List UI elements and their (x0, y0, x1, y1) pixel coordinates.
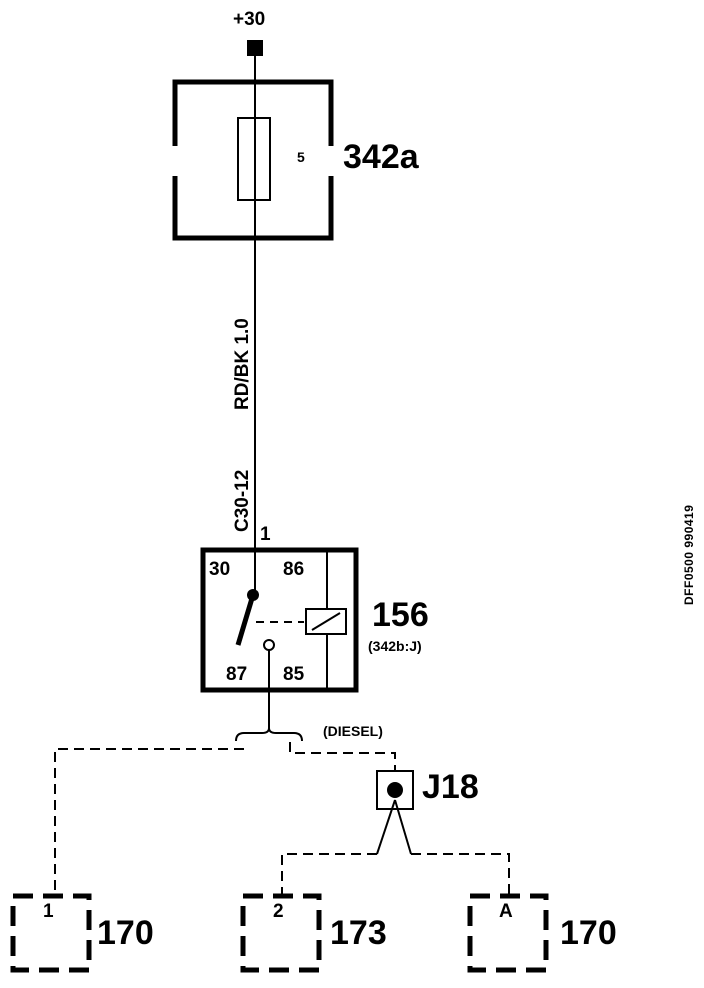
relay-contact-87 (263, 639, 275, 651)
connector-id-170: 170 (97, 914, 154, 952)
document-code: DFF0500 990419 (682, 504, 696, 605)
connector-label: C30-12 (232, 470, 253, 532)
branch-left (54, 748, 244, 898)
branch-right (289, 742, 396, 770)
connector-pin-2: 2 (273, 901, 284, 922)
connector-170-pin1 (10, 893, 92, 973)
connector-id-173: 173 (330, 914, 387, 952)
terminal-87: 87 (226, 664, 247, 685)
terminal-86: 86 (283, 559, 304, 580)
fuse-number: 5 (297, 149, 305, 165)
fuse-box (171, 79, 335, 241)
branch-to-170a (411, 853, 510, 895)
connector-pin-1: 1 (43, 901, 54, 922)
junction-id: J18 (422, 768, 479, 806)
connector-pin: 1 (260, 524, 271, 545)
fuse-box-id: 342a (343, 138, 420, 176)
branch-to-173 (281, 853, 377, 895)
terminal-30: 30 (209, 559, 230, 580)
variant-label: (DIESEL) (323, 723, 383, 739)
relay-reference: (342b:J) (368, 638, 422, 654)
connector-173-pin2 (240, 893, 322, 973)
connector-id-170-a: 170 (560, 914, 617, 952)
relay-switch-arm (235, 594, 256, 646)
relay-156 (200, 547, 359, 693)
connector-pin-a: A (499, 901, 513, 922)
relay-id: 156 (372, 596, 429, 634)
supply-terminal (247, 40, 263, 56)
variant-brace (235, 727, 303, 742)
terminal-85: 85 (283, 664, 305, 685)
wire-spec: RD/BK 1.0 (232, 318, 253, 410)
supply-label: +30 (233, 9, 265, 30)
connector-170-pinA (467, 893, 549, 973)
junction-node (387, 782, 403, 798)
